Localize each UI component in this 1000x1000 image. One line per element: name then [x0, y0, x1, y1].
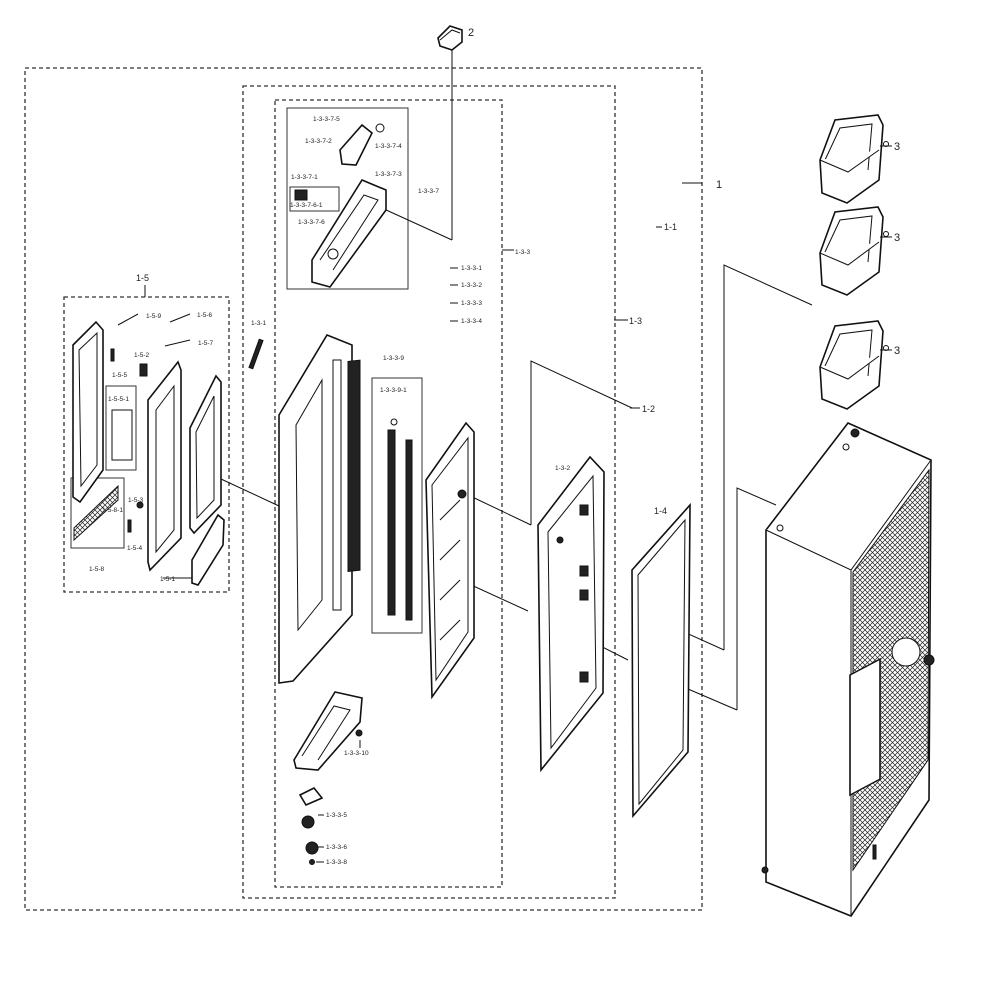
label-1-3-3-7-4: 1-3-3-7-4: [375, 143, 402, 150]
part-3-bin-bottom: [819, 320, 889, 410]
assembly-1-5-box: [63, 296, 230, 593]
label-1-3-3-7: 1-3-3-7: [418, 188, 439, 195]
label-1-3-3-4: 1-3-3-4: [461, 318, 482, 325]
label-1: 1: [716, 179, 722, 191]
label-1-5-5-1: 1-5-5-1: [108, 396, 129, 403]
part-1-3-3-5-6-8-small-parts: [298, 786, 324, 865]
assembly-1-3-box: [242, 85, 616, 899]
label-1-5-2: 1-5-2: [134, 352, 150, 359]
label-1-3-3-7-6-1: 1-3-3-7-6-1: [290, 202, 323, 209]
refrigerator-cabinet: [761, 422, 935, 917]
label-1-5-6: 1-5-6: [197, 312, 213, 319]
label-1-5-7: 1-5-7: [198, 340, 214, 347]
label-1-5-8: 1-5-8: [89, 566, 105, 573]
part-1-4-gasket: [631, 502, 691, 819]
label-1-3-3: 1-3-3: [515, 249, 531, 256]
label-1-2: 1-2: [642, 404, 655, 414]
assembly-1-3-3-box: [274, 99, 503, 888]
label-1-5-1: 1-5-1: [160, 576, 176, 583]
assembly-1-box: [24, 67, 703, 911]
label-1-3-3-10: 1-3-3-10: [344, 750, 369, 757]
part-1-3-2-door-liner: [537, 455, 605, 773]
part-1-3-3-10-lower-housing: [293, 691, 363, 771]
label-1-3-3-1: 1-3-3-1: [461, 265, 482, 272]
label-1-3-3-7-6: 1-3-3-7-6: [298, 219, 325, 226]
label-1-3-2: 1-3-2: [555, 465, 571, 472]
label-3-top: 3: [894, 141, 900, 153]
label-1-5-4: 1-5-4: [127, 545, 143, 552]
label-1-3-3-2: 1-3-3-2: [461, 282, 482, 289]
part-2-clip: [437, 25, 463, 51]
label-leader-stubs: [316, 145, 892, 863]
part-1-3-outer-door: [278, 334, 361, 684]
part-3-bin-middle: [819, 206, 889, 296]
label-1-3-3-7-3: 1-3-3-7-3: [375, 171, 402, 178]
label-1-5-9: 1-5-9: [146, 313, 162, 320]
label-1-3-3-7-1: 1-3-3-7-1: [291, 174, 318, 181]
part-1-5-panel-group: [72, 313, 225, 586]
part-3-bin-top: [819, 114, 889, 204]
label-1-3-3-6: 1-3-3-6: [326, 844, 347, 851]
assembly-1-3-3-7-6-box: [289, 186, 340, 212]
label-1-3-1: 1-3-1: [251, 320, 267, 327]
label-1-3: 1-3: [629, 316, 642, 326]
assembly-1-5-5-box: [105, 385, 137, 471]
label-1-4: 1-4: [654, 506, 667, 516]
label-3-middle: 3: [894, 232, 900, 244]
assembly-1-3-3-7-box: [286, 107, 409, 290]
label-1-3-3-9-1: 1-3-3-9-1: [380, 387, 407, 394]
label-1-3-3-7-2: 1-3-3-7-2: [305, 138, 332, 145]
label-1-1: 1-1: [664, 222, 677, 232]
callout-labels: 2 1 1-1 1-2 1-3 1-4 1-5 1-3-1 1-3-2 1-3-…: [89, 27, 900, 866]
assembly-1-3-3-9-box: [371, 377, 423, 634]
label-2: 2: [468, 27, 474, 39]
label-1-5-5: 1-5-5: [112, 372, 128, 379]
part-1-3-3-7-housing: [294, 123, 387, 288]
label-1-3-3-5: 1-3-3-5: [326, 812, 347, 819]
label-1-5: 1-5: [136, 273, 149, 283]
label-1-5-8-1: 1-5-8-1: [102, 507, 123, 514]
label-3-bottom: 3: [894, 345, 900, 357]
part-1-3-3-9-strips: [387, 418, 413, 621]
part-1-3-1-pin: [248, 338, 264, 370]
label-1-3-3-3: 1-3-3-3: [461, 300, 482, 307]
leader-lines: [144, 45, 813, 711]
label-1-3-3-9: 1-3-3-9: [383, 355, 404, 362]
label-1-3-3-7-5: 1-3-3-7-5: [313, 116, 340, 123]
label-1-3-3-8: 1-3-3-8: [326, 859, 347, 866]
part-1-3-3-inner-panel: [425, 421, 475, 700]
label-1-5-3: 1-5-3: [128, 497, 144, 504]
